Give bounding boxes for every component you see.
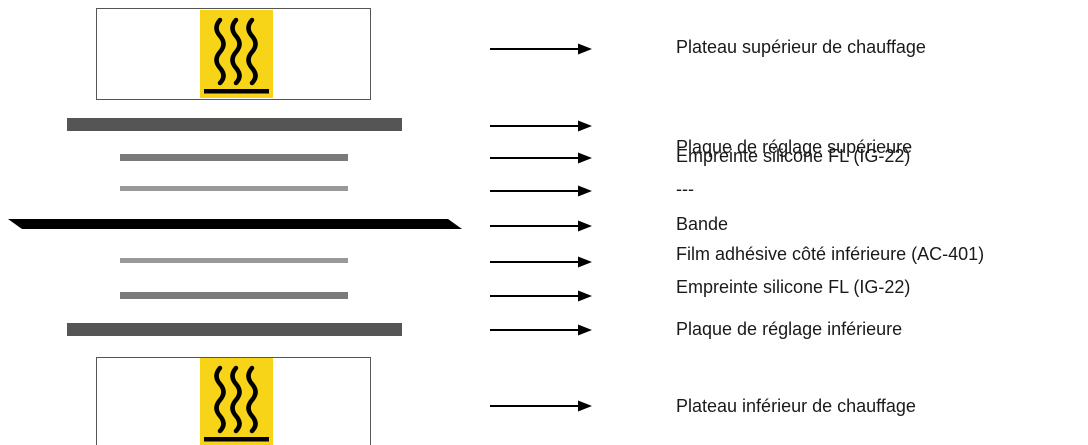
arrow-right-icon [490,290,592,302]
label-lower-heating-plate: Plateau inférieur de chauffage [676,396,916,416]
lower-silicone-imprint [120,292,348,299]
label-upper-heating-plate: Plateau supérieur de chauffage [676,37,926,57]
label-lower-adhesive-film: Film adhésive côté inférieure (AC-401) [676,244,985,264]
label-blank-layer: --- [676,179,694,199]
arrow-right-icon [490,256,592,268]
arrow-right-icon [490,120,592,132]
lower-heating-plate [96,357,371,445]
hot-surface-icon [200,358,273,445]
arrow-right-icon [490,400,592,412]
lower-adhesive-film [120,258,348,263]
upper-adjust-plate [67,118,402,131]
arrow-right-icon [490,152,592,164]
arrow-right-icon [490,185,592,197]
upper-heating-plate [96,8,371,100]
arrow-right-icon [490,220,592,232]
arrow-right-icon [490,324,592,336]
upper-silicone-imprint [120,154,348,161]
hot-surface-icon [200,10,273,98]
blank-layer [120,186,348,191]
label-band: Bande [676,214,729,234]
label-upper-adjust-plate: Plaque de réglage supérieure [676,137,913,157]
arrow-right-icon [490,43,592,55]
label-upper-silicone-imprint: Empreinte silicone FL (IG-22) [676,146,911,166]
label-lower-silicone-imprint: Empreinte silicone FL (IG-22) [676,277,911,297]
band [8,219,462,229]
lower-adjust-plate [67,323,402,336]
label-lower-adjust-plate: Plaque de réglage inférieure [676,319,903,339]
